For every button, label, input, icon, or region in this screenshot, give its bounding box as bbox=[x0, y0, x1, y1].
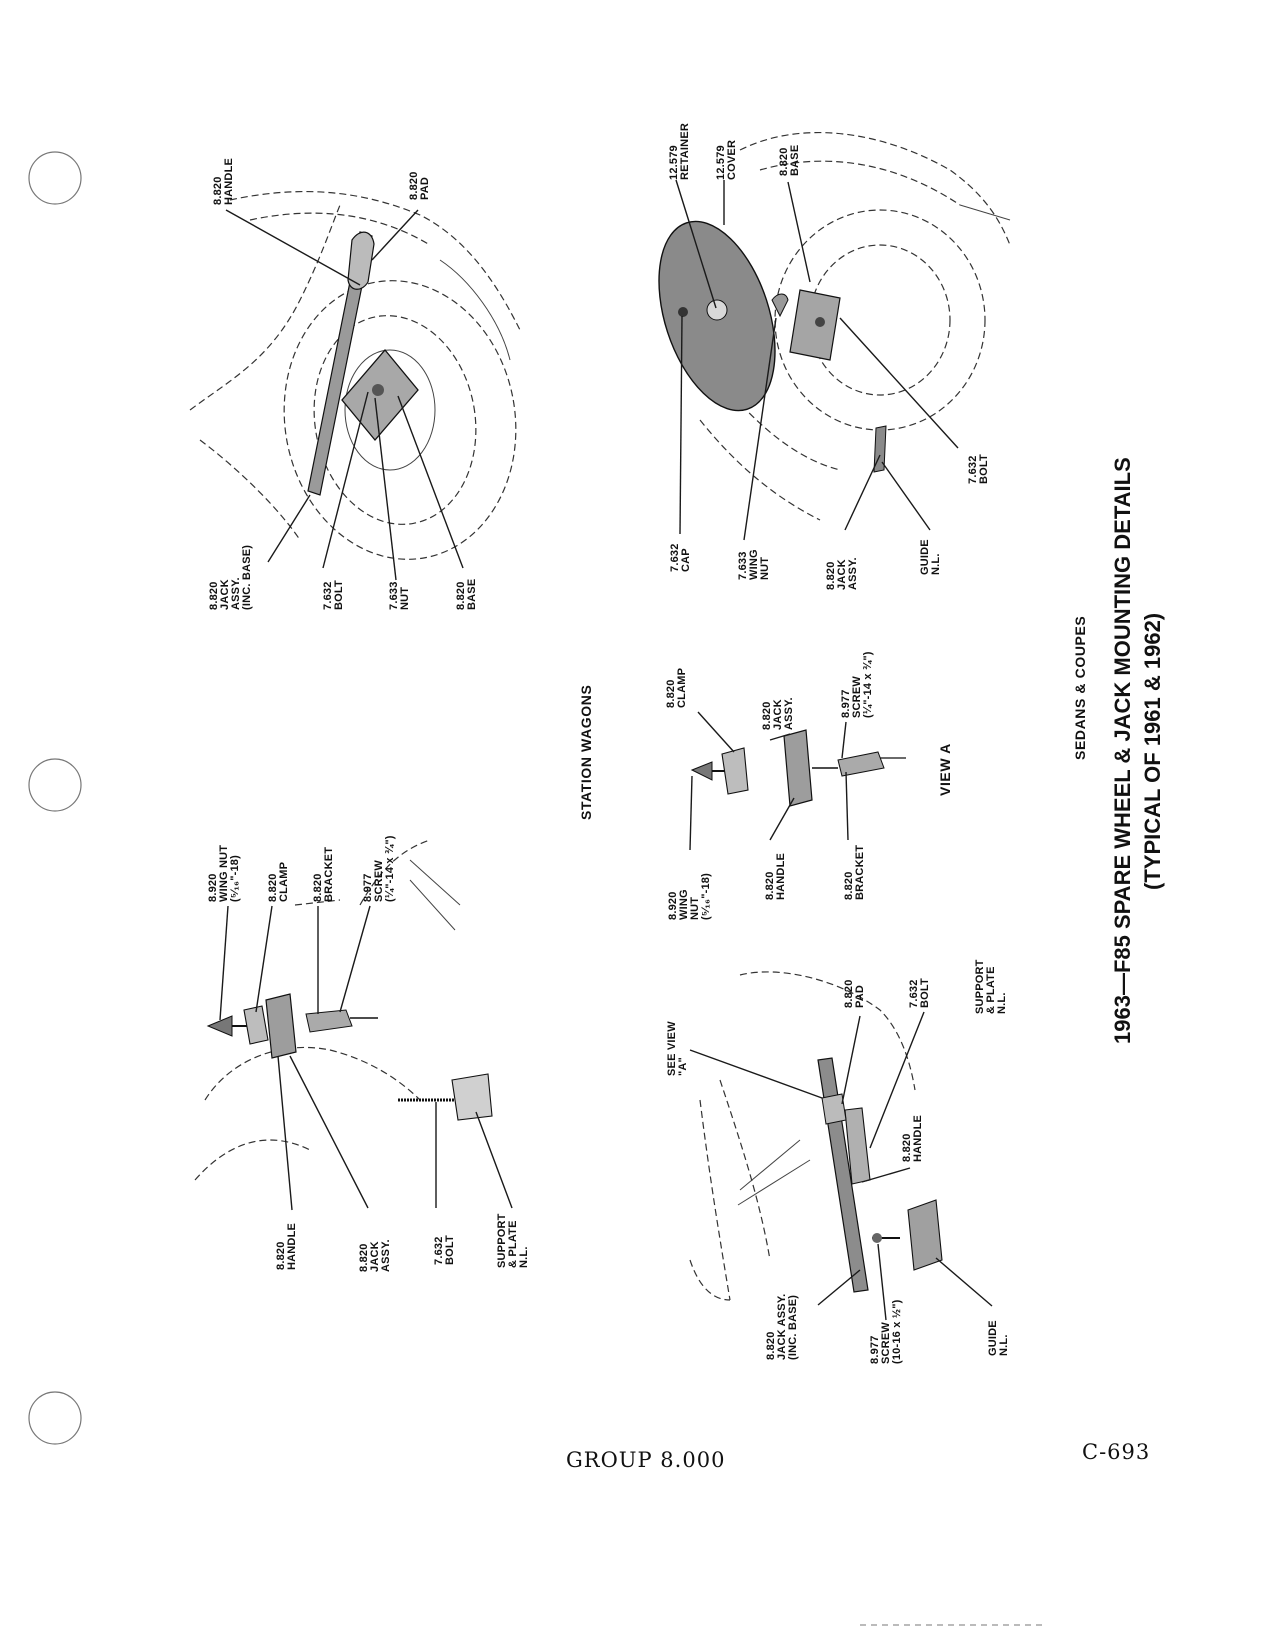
label-tr-cover: 12.579 COVER bbox=[715, 139, 738, 180]
label-va-clamp: 8.820 CLAMP bbox=[665, 667, 688, 708]
heading-view-a: VIEW A bbox=[937, 743, 953, 796]
leaders-middle-left bbox=[219, 905, 513, 1211]
label-ml-bolt: 7.632 BOLT bbox=[433, 1235, 456, 1265]
leaders-top-left bbox=[225, 209, 464, 581]
footer-group: GROUP 8.000 bbox=[566, 1448, 726, 1472]
label-bl-pad: 8.820 PAD bbox=[843, 979, 866, 1008]
label-ml-screw: 8.977 SCREW (¼"-14 x ¾") bbox=[362, 835, 396, 902]
leaders-top-right bbox=[675, 179, 959, 541]
label-va-handle: 8.820 HANDLE bbox=[764, 852, 787, 900]
label-tr-jack-assy: 8.820 JACK ASSY. bbox=[825, 557, 859, 590]
label-bl-handle: 8.820 HANDLE bbox=[901, 1114, 924, 1162]
label-bl-screw: 8.977 SCREW (10-16 x ½") bbox=[869, 1299, 903, 1364]
label-ml-jack-assy: 8.820 JACK ASSY. bbox=[358, 1239, 392, 1272]
label-tr-bolt: 7.632 BOLT bbox=[967, 454, 990, 484]
drawing-station-wagon-jack bbox=[689, 971, 943, 1301]
heading-station-wagons: STATION WAGONS bbox=[578, 684, 594, 820]
leaders-bottom-middle bbox=[689, 1011, 993, 1321]
label-va-screw: 8.977 SCREW (¼"-14 x ¾") bbox=[840, 651, 874, 718]
label-bl-support: SUPPORT & PLATE N.L. bbox=[974, 959, 1008, 1014]
label-bl-guide: GUIDE N.L. bbox=[987, 1320, 1010, 1356]
drawing-sedan-jack-mount bbox=[194, 839, 493, 1181]
binder-hole-middle bbox=[28, 758, 82, 812]
label-tl-nut: 7.633 NUT bbox=[388, 581, 411, 610]
label-bl-see-view: SEE VIEW "A" bbox=[666, 1021, 689, 1076]
drawing-station-wagon-wheel bbox=[189, 191, 521, 560]
footer-page-number: C-693 bbox=[1082, 1440, 1151, 1464]
label-tr-wing-nut: 7.633 WING NUT bbox=[737, 549, 771, 580]
label-tl-pad: 8.820 PAD bbox=[408, 171, 431, 200]
label-bl-bolt: 7.632 BOLT bbox=[908, 978, 931, 1008]
label-tl-base: 8.820 BASE bbox=[455, 578, 478, 610]
label-tr-base: 8.820 BASE bbox=[778, 144, 801, 176]
label-va-bracket: 8.820 BRACKET bbox=[843, 844, 866, 900]
label-ml-bracket: 8.820 BRACKET bbox=[312, 846, 335, 902]
label-tl-handle: 8.820 HANDLE bbox=[212, 157, 235, 205]
label-tr-retainer: 12.579 RETAINER bbox=[668, 122, 691, 180]
label-va-wing-nut: 8.920 WING NUT (⁵⁄₁₆"-18) bbox=[667, 873, 712, 920]
label-tl-jack-assy: 8.820 JACK ASSY. (INC. BASE) bbox=[208, 544, 253, 610]
page-title: 1963—F85 SPARE WHEEL & JACK MOUNTING DET… bbox=[1110, 457, 1135, 1044]
leaders-view-a bbox=[689, 711, 849, 851]
page-subtitle: (TYPICAL OF 1961 & 1962) bbox=[1140, 612, 1165, 890]
label-tr-cap: 7.632 CAP bbox=[669, 543, 692, 572]
binder-hole-bottom bbox=[28, 1391, 82, 1445]
label-ml-support: SUPPORT & PLATE N.L. bbox=[496, 1213, 530, 1268]
label-va-jack-assy: 8.820 JACK ASSY. bbox=[761, 697, 795, 730]
drawing-sedan-wheel-cover bbox=[658, 131, 1011, 521]
label-tl-bolt: 7.632 BOLT bbox=[322, 580, 345, 610]
label-ml-clamp: 8.820 CLAMP bbox=[267, 861, 290, 902]
heading-sedans-coupes: SEDANS & COUPES bbox=[1072, 615, 1088, 760]
binder-hole-top bbox=[28, 151, 82, 205]
drawing-view-a bbox=[690, 729, 906, 807]
label-ml-wing-nut: 8.920 WING NUT (⁵⁄₁₆"-18) bbox=[207, 844, 241, 902]
label-tr-guide: GUIDE N.L. bbox=[919, 539, 942, 575]
label-bl-jack-assy: 8.820 JACK ASSY. (INC. BASE) bbox=[765, 1293, 799, 1360]
label-ml-handle: 8.820 HANDLE bbox=[275, 1222, 298, 1270]
